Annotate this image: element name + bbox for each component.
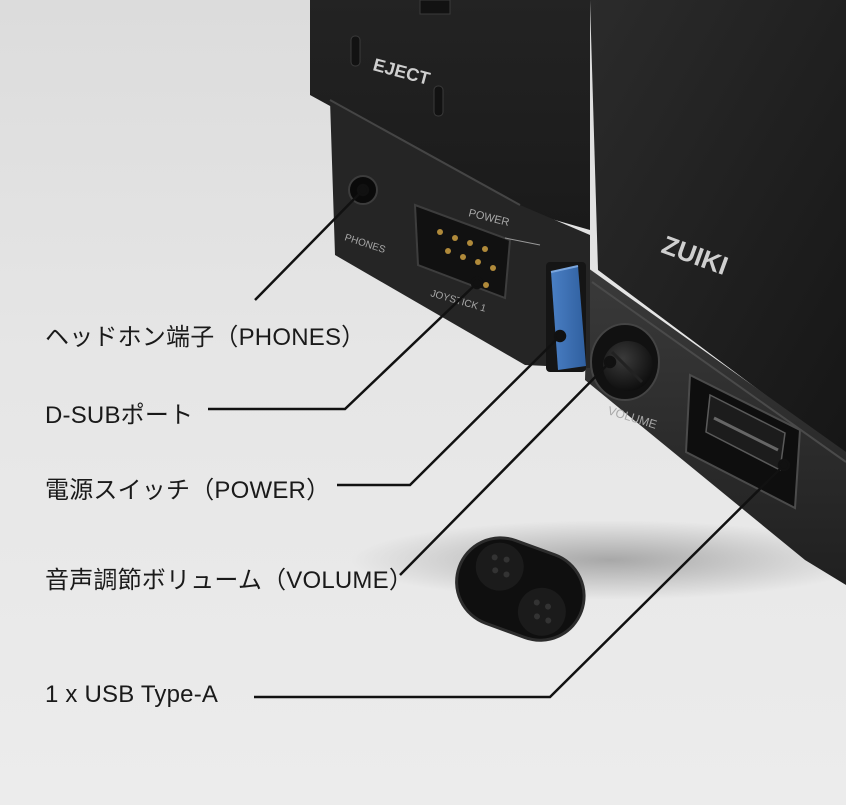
callout-label-power: 電源スイッチ（POWER） <box>45 477 331 504</box>
leader-dot-power <box>553 329 567 343</box>
callout-label-usb: 1 x USB Type-A <box>45 681 219 708</box>
power-label-rule <box>504 237 541 246</box>
usb-port <box>684 373 802 510</box>
volume-knob <box>590 323 660 401</box>
port-cap <box>455 536 586 642</box>
leader-volume <box>399 361 611 576</box>
right-console-unit <box>585 0 846 585</box>
dsub-port <box>413 203 512 300</box>
top-slot <box>419 0 451 15</box>
leader-usb <box>254 464 785 699</box>
power-switch <box>546 262 586 372</box>
leader-dsub <box>208 282 478 411</box>
callout-label-phones: ヘッドホン端子（PHONES） <box>45 324 366 351</box>
callout-label-dsub: D-SUBポート <box>45 402 194 429</box>
leader-dot-volume <box>603 355 617 369</box>
leader-dot-dsub <box>470 276 484 290</box>
leader-dot-usb <box>777 458 791 472</box>
leader-phones <box>254 189 364 301</box>
leader-dot-phones <box>356 183 370 197</box>
callout-leader-lines <box>208 183 791 699</box>
callout-label-volume: 音声調節ボリューム（VOLUME） <box>45 567 414 594</box>
eject-slot-right <box>433 85 444 117</box>
eject-slot-left <box>350 35 361 67</box>
leader-power <box>337 335 561 487</box>
